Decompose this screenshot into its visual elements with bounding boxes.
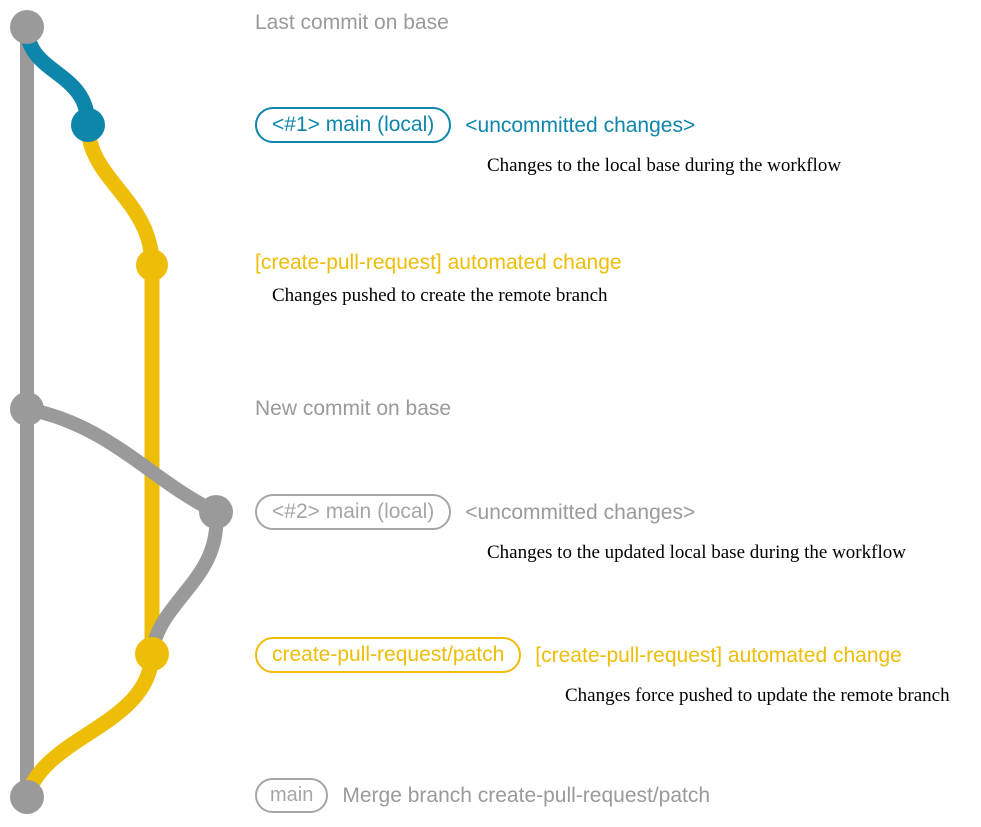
- commit-node-automated-1[interactable]: [136, 249, 168, 281]
- commit-subject-automated-1: [create-pull-request] automated change: [255, 251, 622, 274]
- branch-badge-main[interactable]: main: [255, 778, 329, 813]
- annotation-last-commit: Last commit on base: [255, 12, 449, 33]
- commit-note-automated-1: Changes pushed to create the remote bran…: [272, 285, 608, 306]
- annotation-new-commit: New commit on base: [255, 398, 451, 419]
- commit-subject-merge: Merge branch create-pull-request/patch: [342, 784, 711, 807]
- commit-subject-local-1: <uncommitted changes>: [465, 113, 696, 137]
- branch-badge-main-local-2[interactable]: <#2> main (local): [255, 494, 452, 530]
- annotation-head: Last commit on base: [255, 12, 449, 33]
- commit-subject-last-commit: Last commit on base: [255, 11, 449, 34]
- annotation-local-2: <#2> main (local) <uncommitted changes> …: [255, 494, 906, 564]
- commit-node-local-1[interactable]: [71, 108, 105, 142]
- commit-node-base-new[interactable]: [10, 392, 44, 426]
- annotation-head: create-pull-request/patch [create-pull-r…: [255, 637, 950, 673]
- edge-automated2-to-merge: [19, 646, 160, 805]
- commit-note-local-2: Changes to the updated local base during…: [487, 542, 906, 563]
- commit-note-local-1: Changes to the local base during the wor…: [487, 155, 842, 176]
- annotation-head: [create-pull-request] automated change: [255, 252, 622, 273]
- edge-local1-to-automated1: [80, 117, 160, 273]
- commit-subject-new-commit: New commit on base: [255, 397, 452, 420]
- commit-subject-local-2: <uncommitted changes>: [465, 500, 696, 524]
- annotation-automated-2: create-pull-request/patch [create-pull-r…: [255, 637, 950, 707]
- edge-basenew-to-local2: [20, 402, 223, 519]
- branch-badge-main-local-1[interactable]: <#1> main (local): [255, 107, 452, 143]
- commit-note-automated-2: Changes force pushed to update the remot…: [565, 685, 950, 706]
- commit-node-base-head[interactable]: [10, 10, 44, 44]
- annotation-automated-1: [create-pull-request] automated change C…: [255, 252, 622, 307]
- annotation-head: main Merge branch create-pull-request/pa…: [255, 778, 710, 813]
- commit-subject-automated-2: [create-pull-request] automated change: [535, 643, 902, 667]
- commit-node-merge[interactable]: [10, 780, 44, 814]
- annotation-head: <#1> main (local) <uncommitted changes>: [255, 107, 841, 143]
- commit-node-automated-2[interactable]: [135, 637, 169, 671]
- commit-node-local-2[interactable]: [199, 495, 233, 529]
- annotation-merge: main Merge branch create-pull-request/pa…: [255, 778, 710, 813]
- annotation-head: <#2> main (local) <uncommitted changes>: [255, 494, 906, 530]
- edge-local2-to-automated2: [145, 505, 224, 661]
- branch-badge-create-pull-request-patch[interactable]: create-pull-request/patch: [255, 637, 522, 673]
- annotation-local-1: <#1> main (local) <uncommitted changes> …: [255, 107, 841, 177]
- annotation-head: New commit on base: [255, 398, 451, 419]
